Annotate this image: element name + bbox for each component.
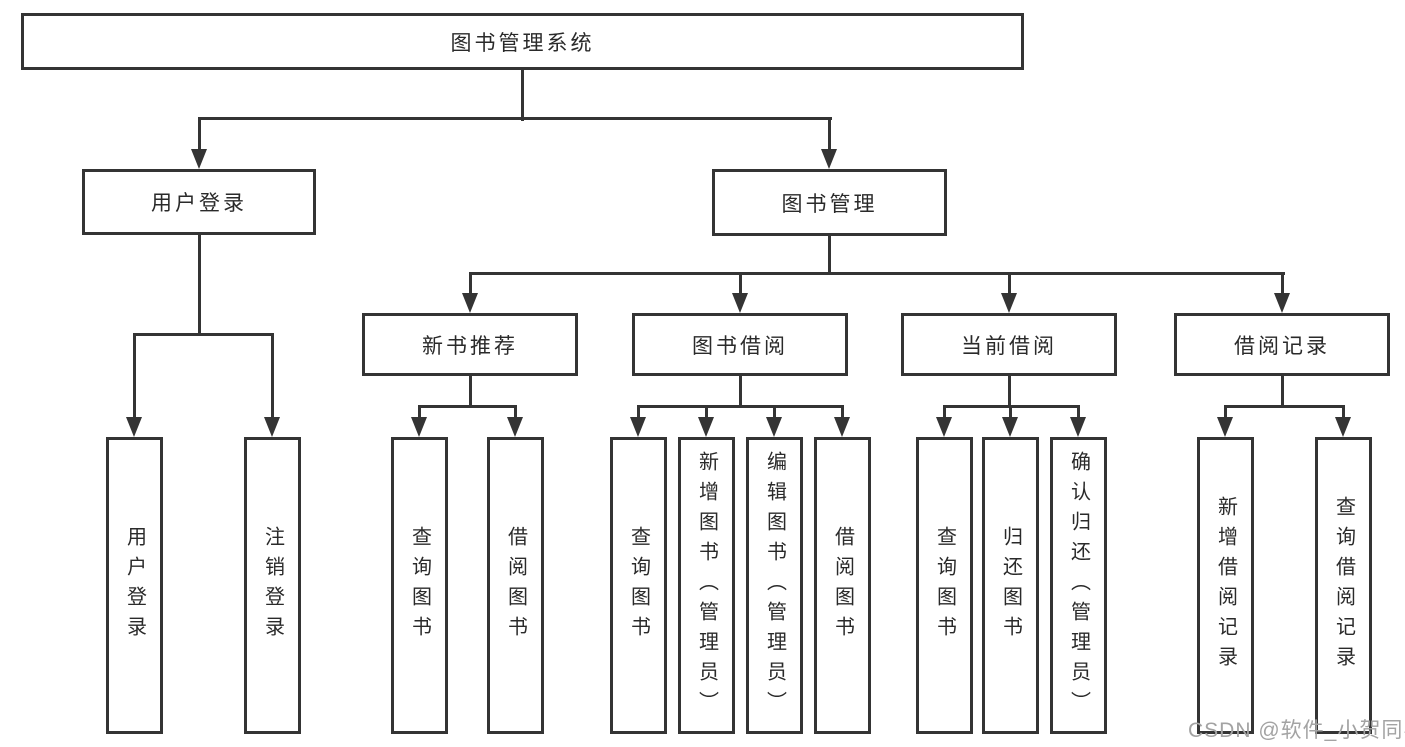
connector-line — [1224, 405, 1345, 408]
leaf-label: 归还图书 — [999, 525, 1022, 646]
arrow-down-icon — [698, 417, 714, 437]
arrow-down-icon — [821, 149, 837, 169]
leaf-label: 新增图书（管理员） — [695, 450, 718, 721]
node-current-borrowing: 当前借阅 — [901, 313, 1117, 376]
connector-line — [270, 334, 274, 419]
node-label: 借阅记录 — [1234, 334, 1330, 358]
leaf-label: 借阅图书 — [504, 525, 527, 646]
arrow-down-icon — [1002, 417, 1018, 437]
leaf-query-books-current: 查询图书 — [916, 437, 973, 734]
connector-line — [943, 405, 1080, 408]
leaf-label: 查询图书 — [627, 525, 650, 646]
connector-line — [133, 333, 274, 336]
leaf-label: 查询借阅记录 — [1332, 495, 1355, 676]
arrow-down-icon — [1217, 417, 1233, 437]
connector-line — [738, 273, 742, 295]
arrow-down-icon — [411, 417, 427, 437]
arrow-down-icon — [1335, 417, 1351, 437]
connector-line — [739, 374, 742, 408]
csdn-watermark: CSDN @软件_小贺同学 — [1188, 719, 1405, 742]
leaf-label: 注销登录 — [261, 525, 284, 646]
leaf-label: 查询图书 — [408, 525, 431, 646]
arrow-down-icon — [732, 293, 748, 313]
node-user-login: 用户登录 — [82, 169, 316, 235]
connector-line — [1008, 374, 1011, 408]
leaf-label: 查询图书 — [933, 525, 956, 646]
arrow-down-icon — [936, 417, 952, 437]
node-label: 图书借阅 — [692, 334, 788, 358]
leaf-query-books-recommend: 查询图书 — [391, 437, 448, 734]
leaf-user-login: 用户登录 — [106, 437, 163, 734]
arrow-down-icon — [462, 293, 478, 313]
leaf-borrow-books-recommend: 借阅图书 — [487, 437, 544, 734]
connector-line — [468, 273, 472, 295]
connector-line — [469, 374, 472, 408]
leaf-query-books-borrowing: 查询图书 — [610, 437, 667, 734]
connector-line — [1341, 406, 1345, 419]
node-label: 图书管理系统 — [450, 31, 595, 55]
connector-line — [1280, 273, 1284, 295]
connector-line — [704, 406, 708, 419]
leaf-confirm-return-admin: 确认归还（管理员） — [1050, 437, 1107, 734]
connector-line — [132, 334, 136, 419]
leaf-add-borrow-record: 新增借阅记录 — [1197, 437, 1254, 734]
leaf-borrow-books-borrowing: 借阅图书 — [814, 437, 871, 734]
node-label: 图书管理 — [781, 192, 878, 216]
connector-line — [469, 272, 1285, 275]
arrow-down-icon — [507, 417, 523, 437]
leaf-edit-books-admin: 编辑图书（管理员） — [746, 437, 803, 734]
connector-line — [1223, 406, 1227, 419]
node-new-book-recommendation: 新书推荐 — [362, 313, 578, 376]
arrow-down-icon — [126, 417, 142, 437]
connector-line — [1007, 273, 1011, 295]
connector-line — [636, 406, 640, 419]
leaf-return-books: 归还图书 — [982, 437, 1039, 734]
connector-line — [521, 69, 524, 121]
connector-line — [418, 405, 517, 408]
connector-line — [827, 119, 831, 151]
leaf-label: 借阅图书 — [831, 525, 854, 646]
leaf-label: 编辑图书（管理员） — [763, 450, 786, 721]
node-label: 当前借阅 — [961, 334, 1057, 358]
connector-line — [1281, 374, 1284, 408]
arrow-down-icon — [834, 417, 850, 437]
connector-line — [772, 406, 776, 419]
connector-line — [840, 406, 844, 419]
leaf-label: 用户登录 — [123, 525, 146, 646]
connector-line — [417, 406, 421, 419]
connector-line — [198, 233, 201, 336]
node-book-management: 图书管理 — [712, 169, 947, 236]
arrow-down-icon — [766, 417, 782, 437]
connector-line — [637, 405, 844, 408]
connector-line — [828, 234, 831, 275]
connector-line — [1076, 406, 1080, 419]
node-label: 新书推荐 — [422, 334, 518, 358]
leaf-add-books-admin: 新增图书（管理员） — [678, 437, 735, 734]
node-label: 用户登录 — [151, 192, 247, 215]
arrow-down-icon — [630, 417, 646, 437]
connector-line — [1008, 406, 1012, 419]
node-library-management-system: 图书管理系统 — [21, 13, 1024, 70]
leaf-query-borrow-record: 查询借阅记录 — [1315, 437, 1372, 734]
connector-line — [197, 119, 201, 151]
connector-line — [942, 406, 946, 419]
node-book-borrowing: 图书借阅 — [632, 313, 848, 376]
node-borrowing-records: 借阅记录 — [1174, 313, 1390, 376]
arrow-down-icon — [191, 149, 207, 169]
leaf-logout: 注销登录 — [244, 437, 301, 734]
leaf-label: 新增借阅记录 — [1214, 495, 1237, 676]
arrow-down-icon — [264, 417, 280, 437]
leaf-label: 确认归还（管理员） — [1067, 450, 1090, 721]
arrow-down-icon — [1001, 293, 1017, 313]
connector-line — [198, 117, 832, 120]
arrow-down-icon — [1070, 417, 1086, 437]
connector-line — [513, 406, 517, 419]
arrow-down-icon — [1274, 293, 1290, 313]
